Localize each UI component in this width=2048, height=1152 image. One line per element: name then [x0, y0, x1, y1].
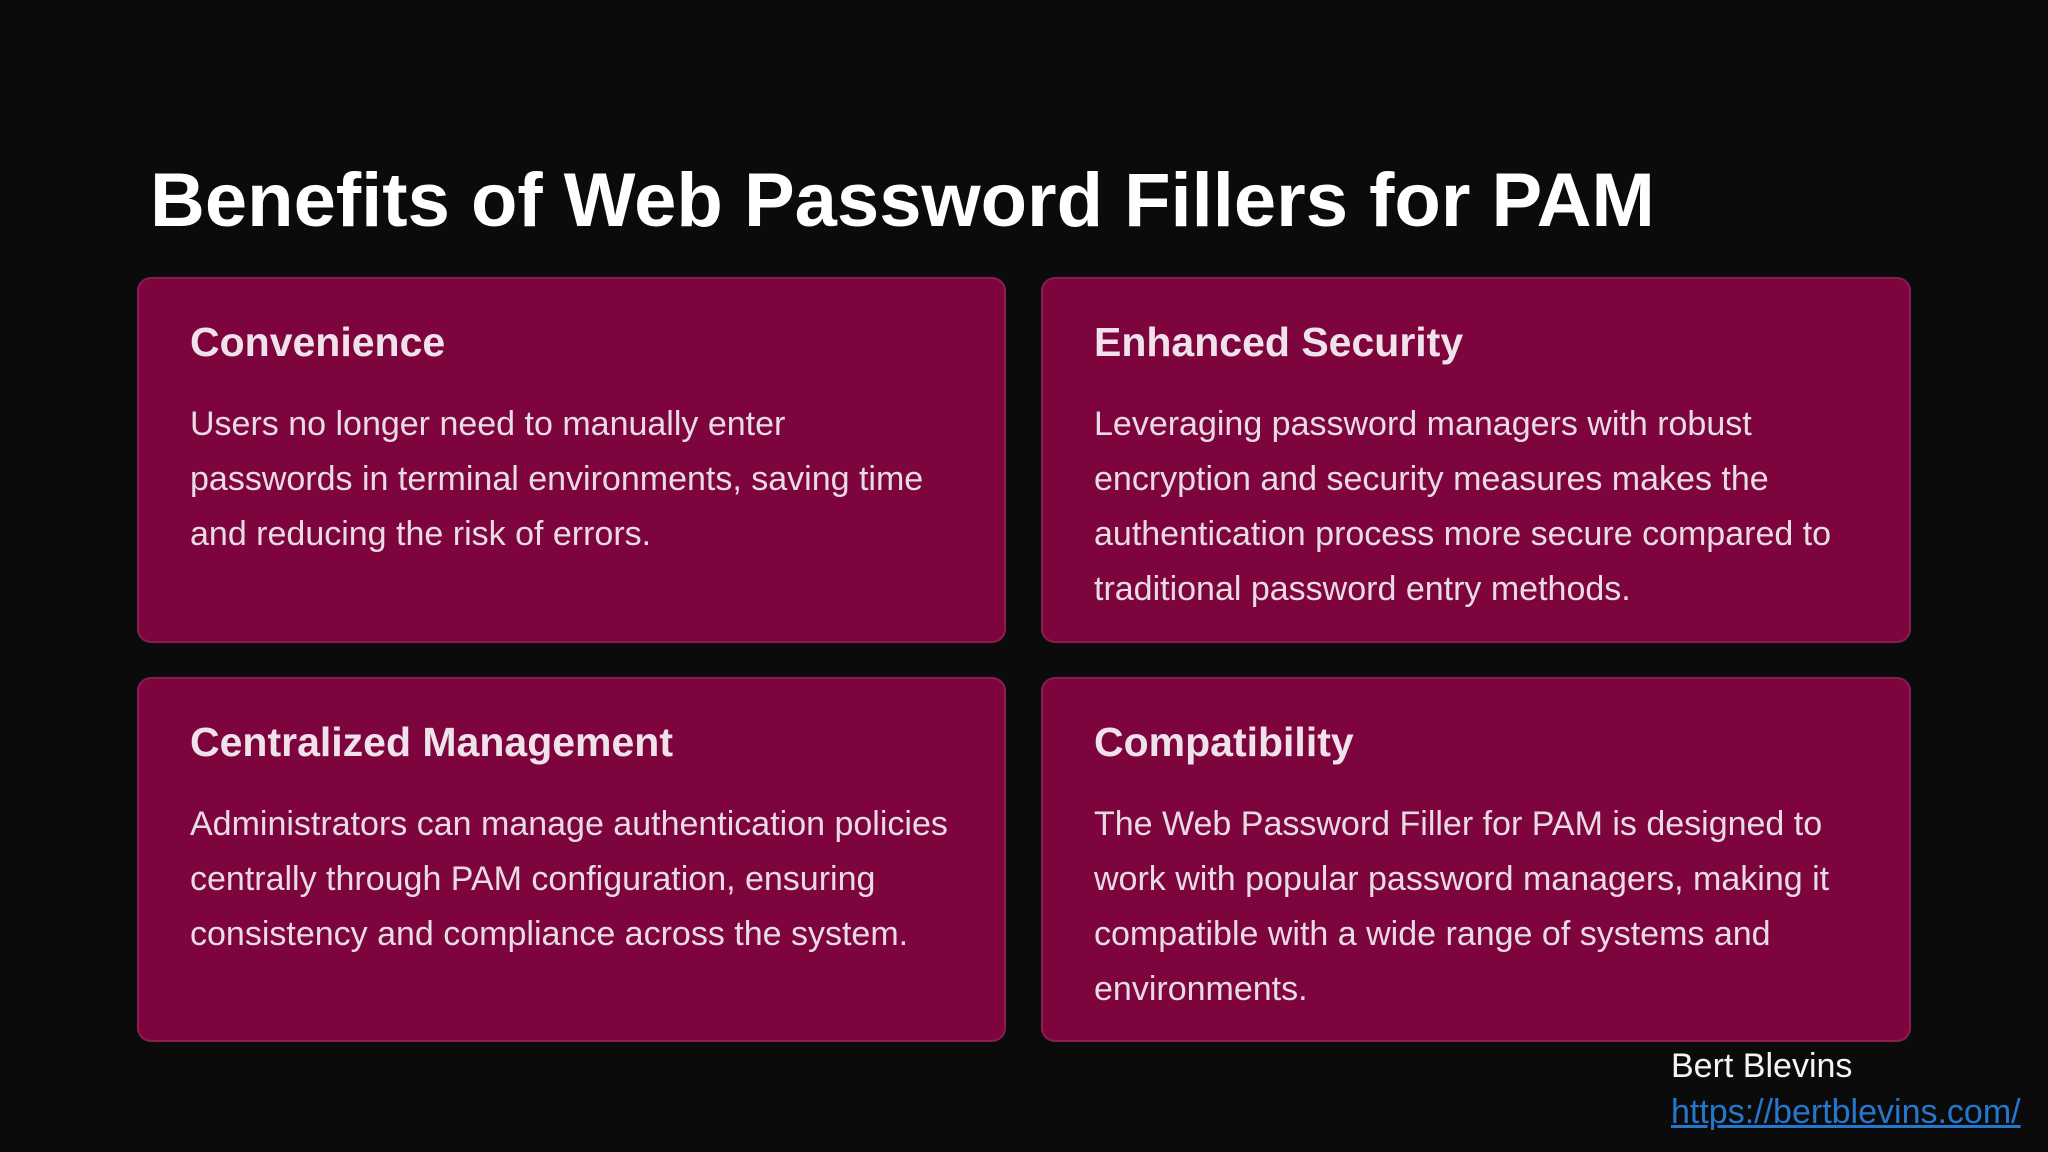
benefits-grid: Convenience Users no longer need to manu… — [137, 277, 1911, 1042]
card-compatibility: Compatibility The Web Password Filler fo… — [1041, 677, 1911, 1042]
author-name: Bert Blevins — [1671, 1047, 1853, 1085]
page-title: Benefits of Web Password Fillers for PAM — [150, 157, 1655, 243]
card-enhanced-security: Enhanced Security Leveraging password ma… — [1041, 277, 1911, 643]
card-heading: Convenience — [190, 319, 446, 365]
card-heading: Enhanced Security — [1094, 319, 1464, 365]
card-body: Administrators can manage authentication… — [190, 805, 948, 953]
card-convenience: Convenience Users no longer need to manu… — [137, 277, 1006, 643]
card-heading: Centralized Management — [190, 719, 673, 765]
author-link[interactable]: https://bertblevins.com/ — [1671, 1093, 2021, 1131]
card-body: Leveraging password managers with robust… — [1094, 405, 1832, 608]
card-heading: Compatibility — [1094, 719, 1354, 765]
card-body: Users no longer need to manually enter p… — [190, 405, 924, 553]
card-centralized-management: Centralized Management Administrators ca… — [137, 677, 1006, 1042]
footer: Bert Blevins https://bertblevins.com/ — [1671, 1044, 2021, 1136]
card-body: The Web Password Filler for PAM is desig… — [1094, 805, 1830, 1008]
